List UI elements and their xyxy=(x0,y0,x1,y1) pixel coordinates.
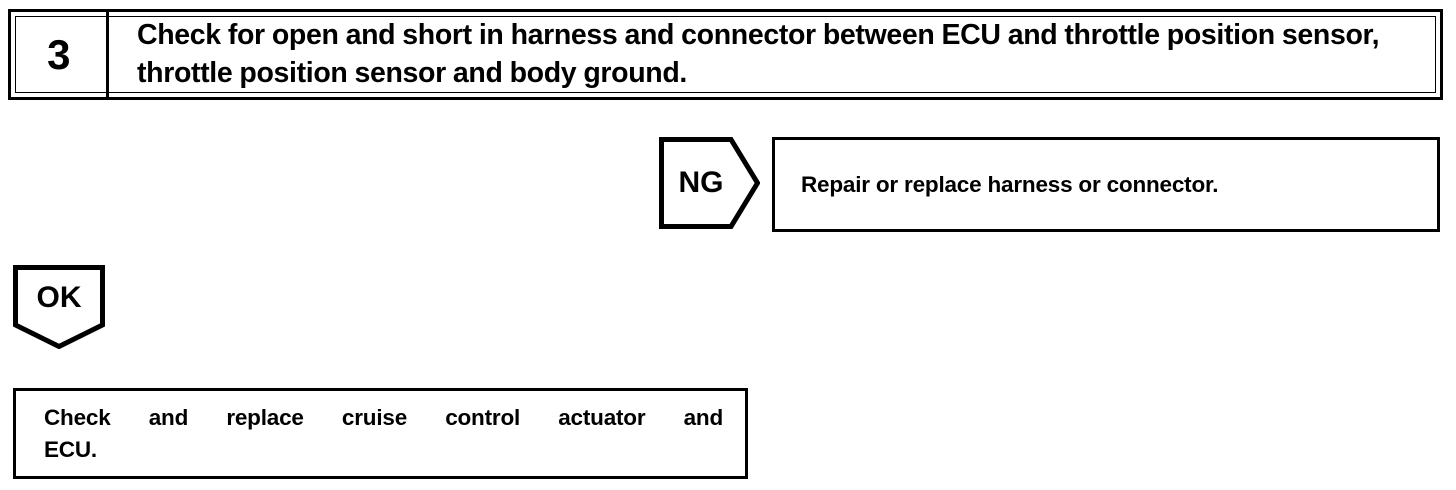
ng-result-text: Repair or replace harness or connector. xyxy=(801,171,1219,197)
ng-branch-label: NG xyxy=(678,166,724,199)
ok-result-line-1: Check and replace cruise control actuato… xyxy=(44,404,723,430)
step-instruction-text: Check for open and short in harness and … xyxy=(137,18,1380,89)
ok-branch-tag: OK xyxy=(13,265,105,349)
ok-result-box: Check and replace cruise control actuato… xyxy=(13,388,748,479)
step-number-cell: 3 xyxy=(11,12,109,97)
ok-branch-label: OK xyxy=(36,281,82,314)
step-instruction-cell: Check for open and short in harness and … xyxy=(109,12,1440,97)
ok-result-line-2: ECU. xyxy=(44,436,97,462)
step-header-box: 3 Check for open and short in harness an… xyxy=(8,9,1443,100)
ok-pentagon-icon xyxy=(13,265,105,349)
ng-result-box: Repair or replace harness or connector. xyxy=(772,137,1440,232)
ok-result-text: Check and replace cruise control actuato… xyxy=(44,402,723,466)
ng-branch-tag: NG xyxy=(659,137,760,229)
step-number: 3 xyxy=(47,30,70,78)
ng-pentagon-icon xyxy=(659,137,760,229)
